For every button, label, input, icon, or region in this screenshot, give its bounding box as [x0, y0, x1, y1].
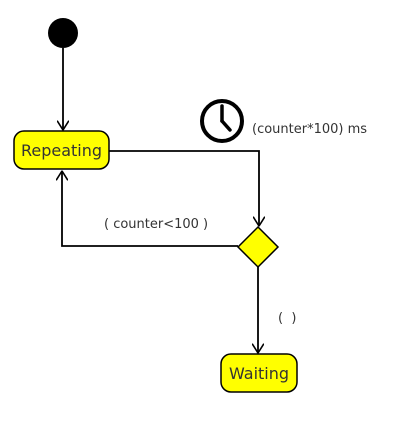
transition-repeating-to-decision [109, 150, 259, 226]
timer-label: (counter*100) ms [252, 122, 367, 137]
guard-exit-label: ( ) [278, 311, 296, 326]
transition-decision-to-repeating [62, 171, 238, 247]
clock-icon [200, 99, 244, 143]
state-repeating-label: Repeating [21, 141, 102, 160]
decision-node [236, 225, 280, 269]
state-repeating: Repeating [13, 130, 110, 170]
state-waiting-label: Waiting [229, 364, 289, 383]
initial-state [48, 18, 78, 48]
guard-loop-label: ( counter<100 ) [104, 217, 208, 232]
state-waiting: Waiting [220, 353, 298, 393]
